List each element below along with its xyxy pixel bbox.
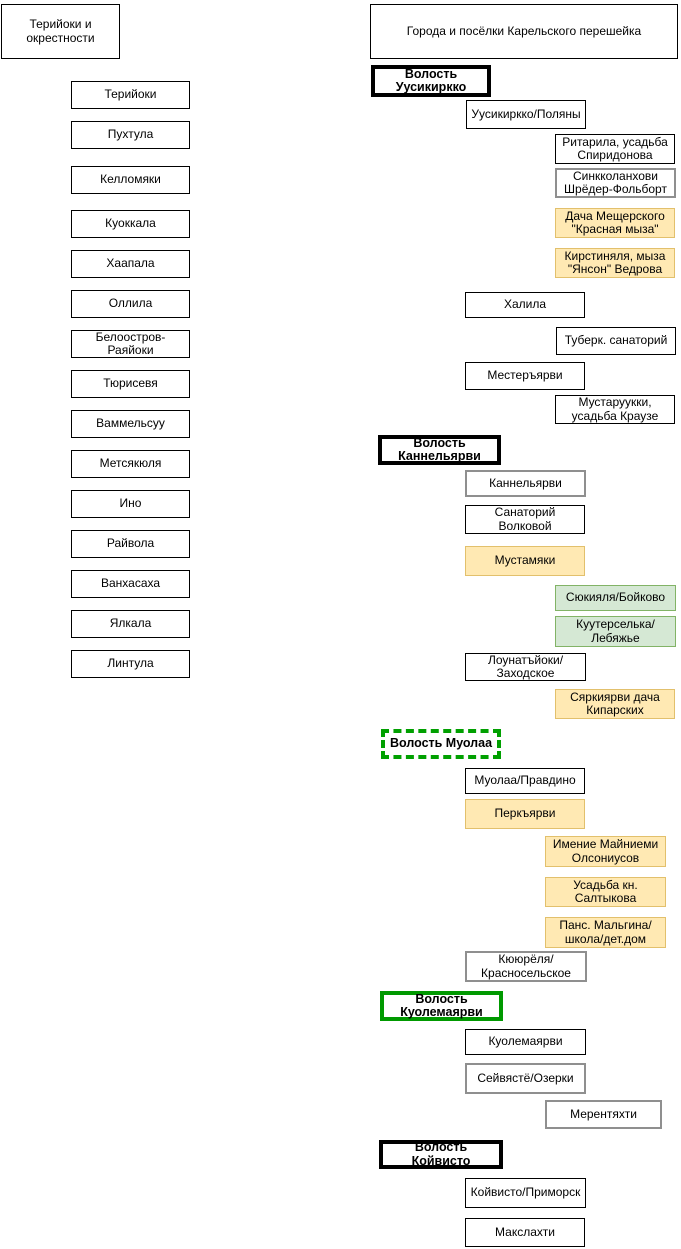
left-item: Ялкала — [71, 610, 190, 638]
left-item: Белоостров-Раяйоки — [71, 330, 190, 358]
place-box: Кююрёля/Красносельское — [465, 951, 587, 982]
left-item: Келломяки — [71, 166, 190, 194]
left-item: Хаапала — [71, 250, 190, 278]
place-box: Макслахти — [465, 1218, 585, 1247]
place-box: Койвисто/Приморск — [465, 1178, 586, 1208]
left-item: Райвола — [71, 530, 190, 558]
left-item: Тюрисевя — [71, 370, 190, 398]
left-item: Терийоки — [71, 81, 190, 109]
volost-kuolemayarvi: Волость Куолемаярви — [380, 991, 503, 1021]
left-panel-title: Терийоки и окрестности — [1, 4, 120, 59]
place-box: Имение Майниеми Олсониусов — [545, 836, 666, 867]
place-box: Мустаруукки, усадьба Краузе — [555, 395, 675, 424]
place-box: Панс. Мальгина/школа/дет.дом — [545, 917, 666, 948]
place-box: Куолемаярви — [465, 1029, 586, 1055]
volost-uusikirkko: Волость Уусикиркко — [371, 65, 491, 97]
left-item: Метсякюля — [71, 450, 190, 478]
place-box: Синкколанхови Шрёдер-Фольборт — [555, 168, 676, 198]
place-box: Куутерселька/Лебяжье — [555, 616, 676, 647]
place-box: Кирстиняля, мыза "Янсон" Ведрова — [555, 248, 675, 278]
place-box: Сейвястё/Озерки — [465, 1063, 586, 1094]
left-item: Ино — [71, 490, 190, 518]
place-box: Мустамяки — [465, 546, 585, 576]
place-box: Дача Мещерского "Красная мыза" — [555, 208, 675, 238]
left-item: Пухтула — [71, 121, 190, 149]
place-box: Лоунатъйоки/Заходское — [465, 653, 586, 681]
right-panel-title: Города и посёлки Карельского перешейка — [370, 4, 678, 59]
place-box: Халила — [465, 292, 585, 318]
place-box: Уусикиркко/Поляны — [466, 100, 586, 129]
left-item: Оллила — [71, 290, 190, 318]
place-box: Местеръярви — [465, 362, 585, 390]
place-box: Каннельярви — [465, 470, 586, 497]
left-item: Ванхасаха — [71, 570, 190, 598]
place-box: Перкъярви — [465, 799, 585, 829]
left-item: Линтула — [71, 650, 190, 678]
place-box: Сюкияля/Бойково — [555, 585, 676, 611]
left-item: Ваммельсуу — [71, 410, 190, 438]
volost-muolaa: Волость Муолаа — [381, 729, 501, 759]
place-box: Сяркиярви дача Кипарских — [555, 689, 675, 719]
place-box: Туберк. санаторий — [556, 327, 676, 355]
place-box: Ритарила, усадьба Спиридонова — [555, 134, 675, 164]
left-item: Куоккала — [71, 210, 190, 238]
place-box: Санаторий Волковой — [465, 505, 585, 534]
volost-koivisto: Волость Койвисто — [379, 1140, 503, 1169]
place-box: Муолаа/Правдино — [465, 768, 585, 794]
volost-kannelyarvi: Волость Каннельярви — [378, 435, 501, 465]
place-box: Мерентяхти — [545, 1100, 662, 1129]
place-box: Усадьба кн. Салтыкова — [545, 877, 666, 907]
